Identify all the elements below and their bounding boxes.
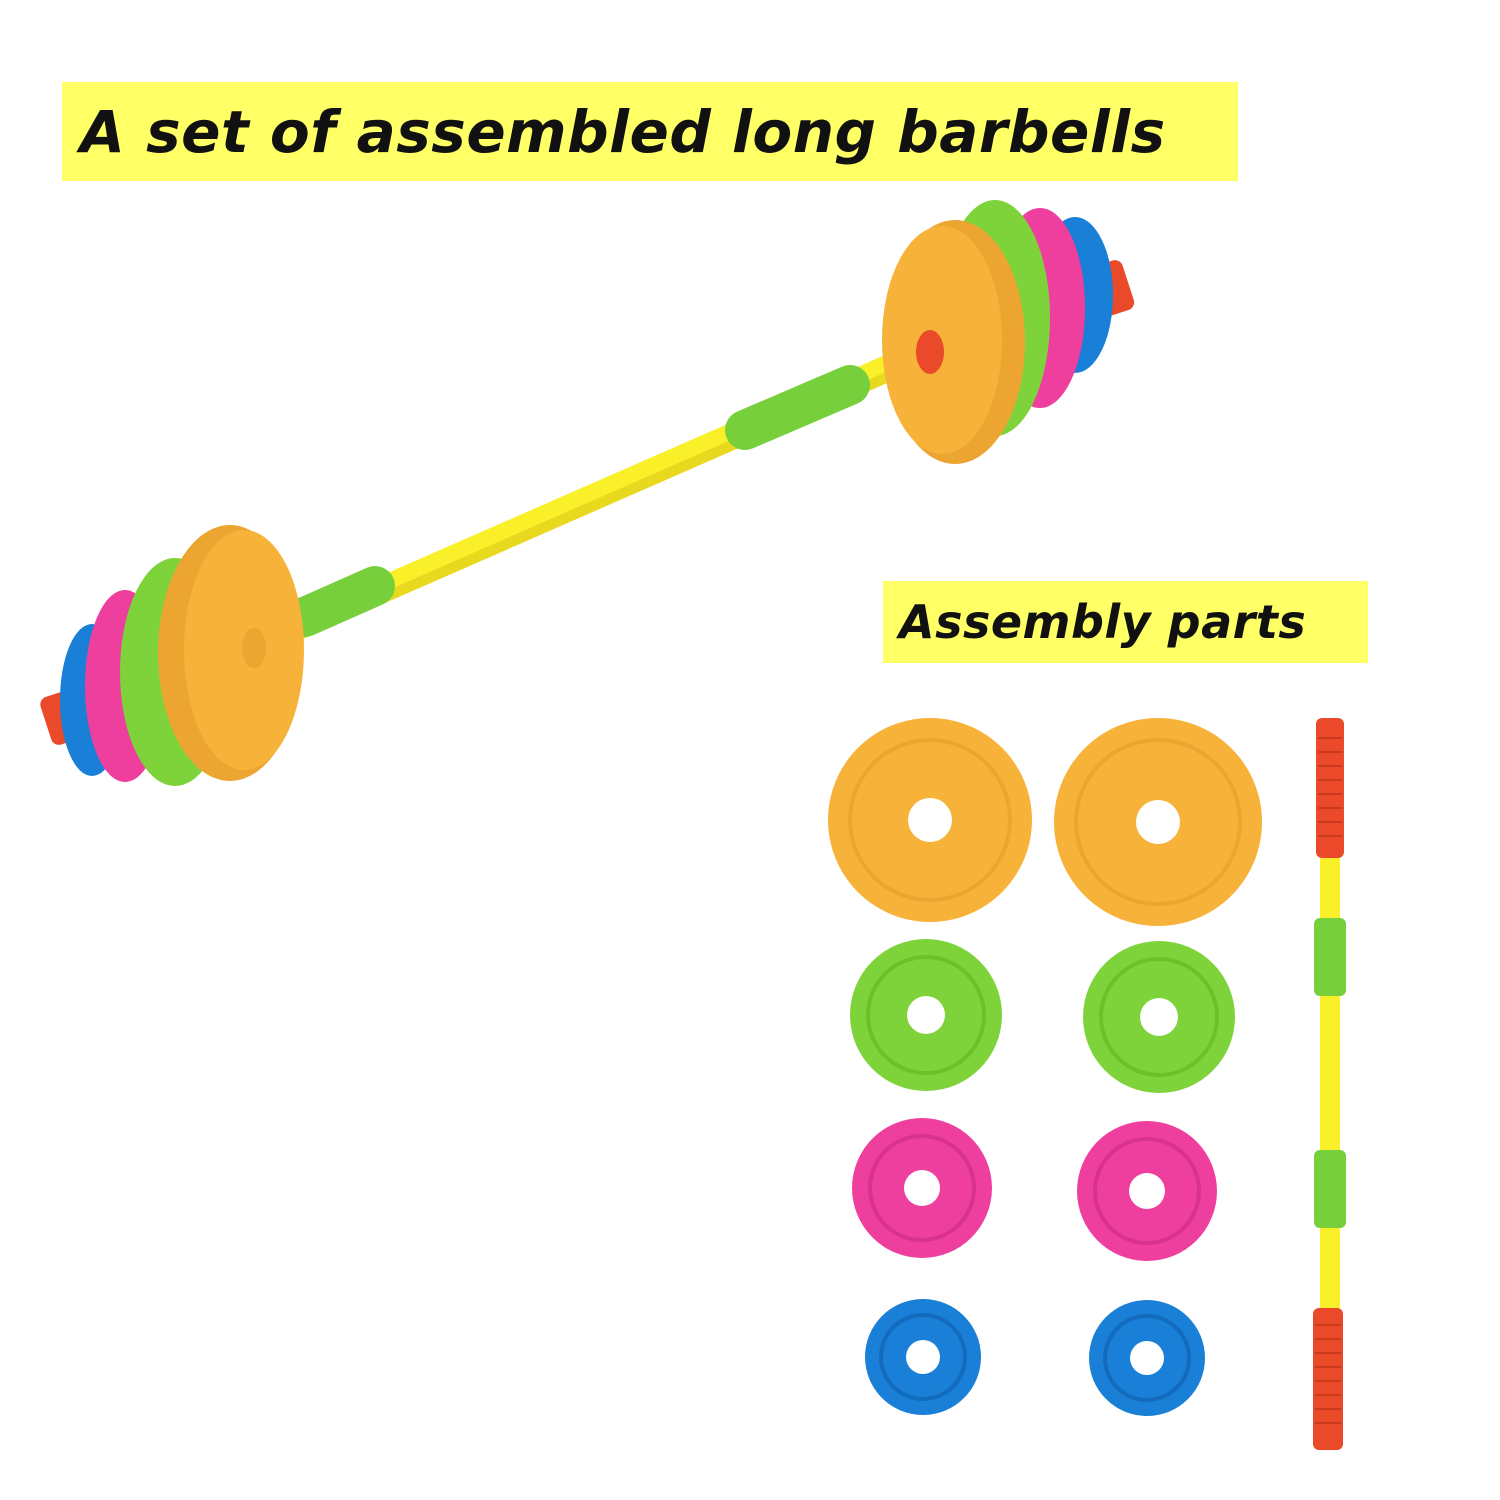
- assembly-parts-label: Assembly parts: [883, 581, 1368, 663]
- right-collar: [916, 330, 944, 374]
- part-plate-blue-2: [1089, 1300, 1205, 1416]
- part-plate-pink-2: [1077, 1121, 1217, 1261]
- bar-end-bottom: [1313, 1308, 1343, 1450]
- bar-grip-bottom: [1314, 1150, 1346, 1228]
- right-plate-stack: [882, 200, 1135, 464]
- part-plate-blue-1: [865, 1299, 981, 1415]
- title-label: A set of assembled long barbells: [62, 82, 1238, 181]
- part-plate-pink-1: [852, 1118, 992, 1258]
- left-collar: [242, 628, 266, 668]
- part-plate-orange-1: [828, 718, 1032, 922]
- bar-grip-top: [1314, 918, 1346, 996]
- parts-plates: [828, 718, 1262, 1416]
- part-plate-orange-2: [1054, 718, 1262, 926]
- part-plate-green-2: [1083, 941, 1235, 1093]
- bar-section-yellow-1: [1320, 858, 1340, 920]
- right-plate-orange: [882, 226, 1002, 454]
- part-plate-green-1: [850, 939, 1002, 1091]
- bar-section-yellow-3: [1320, 1228, 1340, 1310]
- bar-threads: [1315, 737, 1342, 1424]
- barbell-grip-left: [285, 566, 395, 637]
- assembled-barbell: [40, 200, 1135, 786]
- barbell-grip-right: [725, 365, 870, 450]
- bar-section-yellow-2: [1320, 996, 1340, 1152]
- title-text: A set of assembled long barbells: [80, 97, 1166, 166]
- part-bar: [1313, 718, 1346, 1450]
- assembly-parts-text: Assembly parts: [899, 595, 1307, 649]
- left-plate-stack: [40, 525, 304, 786]
